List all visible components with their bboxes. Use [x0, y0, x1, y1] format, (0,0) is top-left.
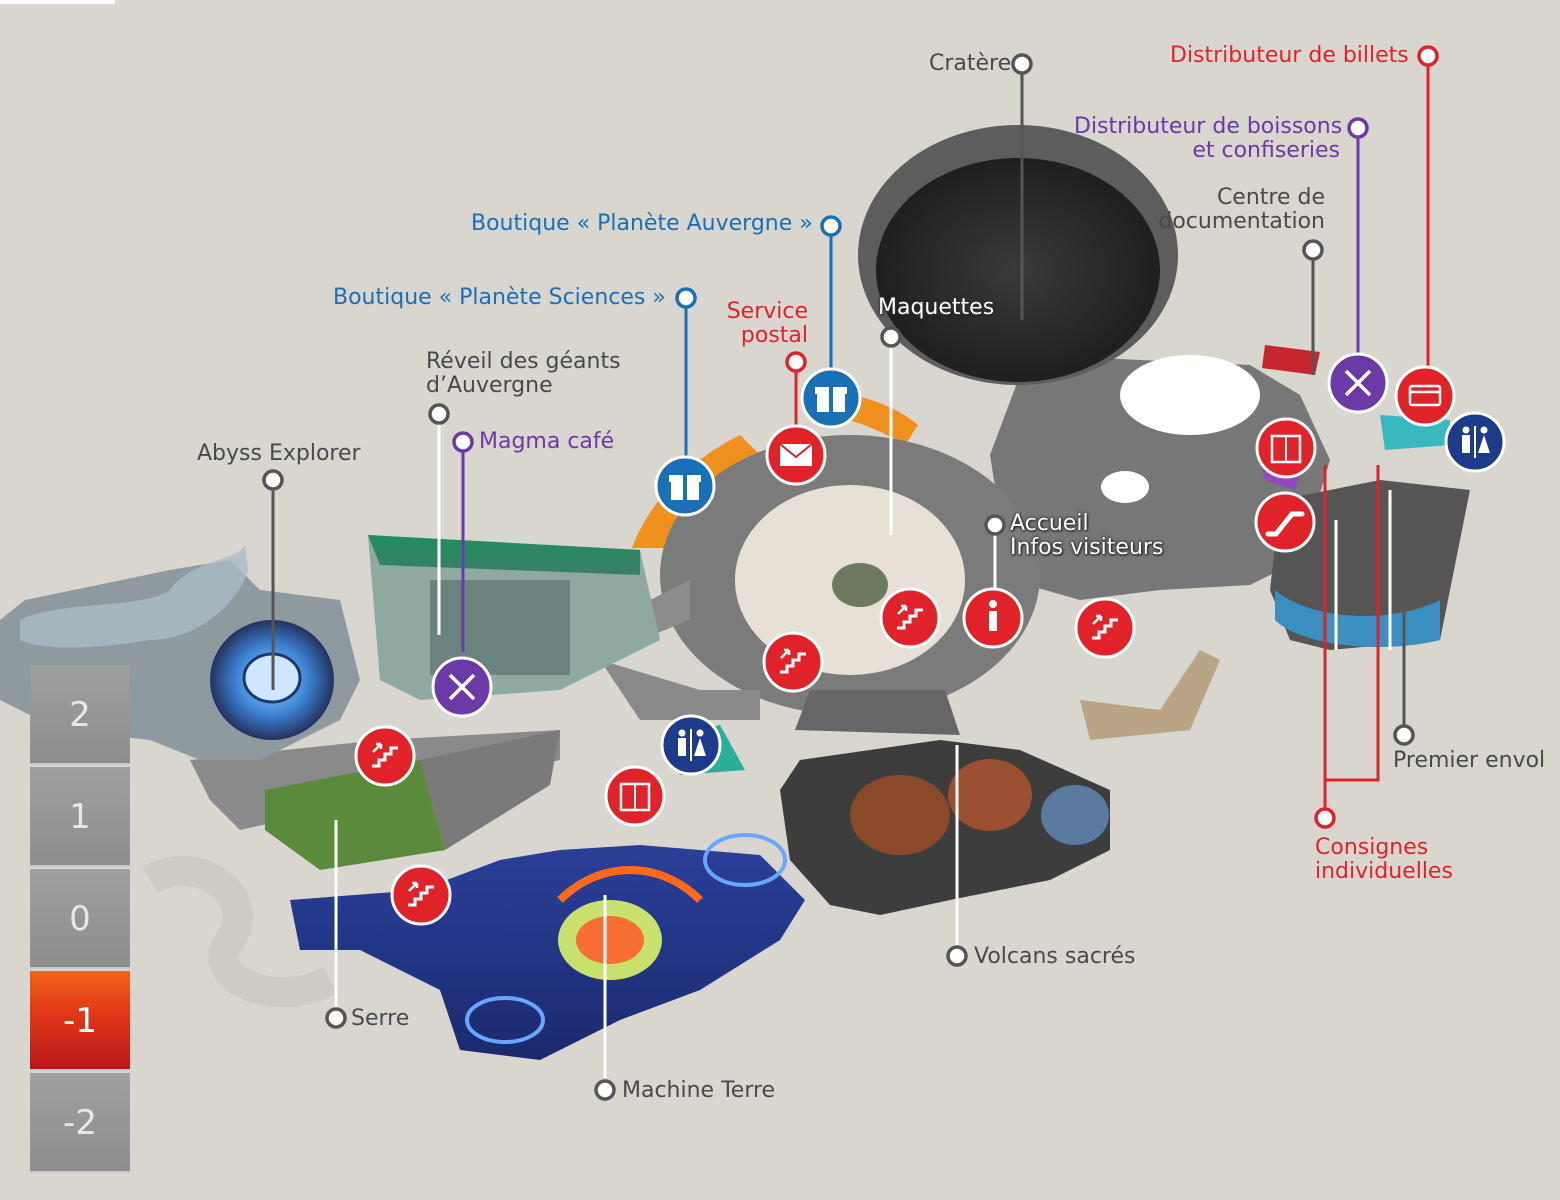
- dot-consignes: [1314, 807, 1336, 829]
- floor-button-1[interactable]: 1: [30, 767, 130, 867]
- restaurant-icon[interactable]: [431, 656, 493, 718]
- dot-serre: [325, 1007, 347, 1029]
- info-icon[interactable]: [962, 587, 1024, 649]
- crater-pit: [876, 158, 1160, 382]
- label-boutique-sciences[interactable]: Boutique « Planète Sciences »: [333, 285, 666, 310]
- dot-maquettes: [880, 326, 902, 348]
- label-service-postal[interactable]: Service postal: [726, 299, 808, 348]
- top-accent-bar: [0, 0, 115, 4]
- skylight-opening: [1120, 355, 1260, 435]
- label-consignes-individuelles[interactable]: Consignes individuelles: [1315, 835, 1453, 884]
- label-distributeur-billets[interactable]: Distributeur de billets: [1170, 43, 1409, 68]
- ticket-zone: [1262, 345, 1320, 375]
- label-volcans-sacres[interactable]: Volcans sacrés: [974, 944, 1136, 969]
- stairs-icon[interactable]: [1074, 597, 1136, 659]
- label-serre[interactable]: Serre: [351, 1006, 410, 1031]
- stairs-icon[interactable]: [762, 631, 824, 693]
- gift-icon[interactable]: [800, 367, 862, 429]
- credit-card-icon[interactable]: [1394, 365, 1456, 427]
- floor-button-minus-2[interactable]: -2: [30, 1073, 130, 1173]
- label-boutique-auvergne[interactable]: Boutique « Planète Auvergne »: [471, 211, 813, 236]
- label-maquettes[interactable]: Maquettes: [878, 295, 995, 320]
- label-machine-terre[interactable]: Machine Terre: [622, 1078, 776, 1103]
- dot-documentation: [1302, 239, 1324, 261]
- stairway-lower: [795, 690, 960, 735]
- label-abyss-explorer[interactable]: Abyss Explorer: [197, 441, 361, 466]
- floor-button-0[interactable]: 0: [30, 869, 130, 969]
- dot-accueil: [984, 514, 1006, 536]
- label-reveil-geants[interactable]: Réveil des géants d’Auvergne: [426, 349, 621, 398]
- dot-premier-envol: [1393, 724, 1415, 746]
- central-model: [832, 563, 888, 607]
- floor-button-2[interactable]: 2: [30, 665, 130, 765]
- skylight-small: [1101, 471, 1149, 503]
- label-cratere[interactable]: Cratère: [929, 51, 1012, 76]
- escalator-icon[interactable]: [1254, 491, 1316, 553]
- dot-boutique-auvergne: [820, 215, 842, 237]
- dot-abyss: [262, 469, 284, 491]
- label-accueil[interactable]: Accueil Infos visiteurs: [1010, 511, 1164, 560]
- dot-billets: [1417, 45, 1439, 67]
- dot-boissons: [1347, 117, 1369, 139]
- label-centre-documentation[interactable]: Centre de documentation: [1158, 185, 1325, 234]
- dot-reveil: [428, 403, 450, 425]
- floor-selector: 2 1 0 -1 -2: [30, 665, 130, 1173]
- dot-cratere: [1011, 53, 1033, 75]
- elevator-icon[interactable]: [1255, 417, 1317, 479]
- dot-magma-cafe: [452, 431, 474, 453]
- dot-machine-terre: [594, 1079, 616, 1101]
- greenhouse-zone: [265, 760, 445, 870]
- label-magma-cafe[interactable]: Magma café: [479, 429, 615, 454]
- stairs-icon[interactable]: [879, 587, 941, 649]
- label-premier-envol[interactable]: Premier envol: [1393, 748, 1546, 773]
- restaurant-icon[interactable]: [1327, 352, 1389, 414]
- elevator-icon[interactable]: [604, 765, 666, 827]
- floor-button-minus-1[interactable]: -1: [30, 971, 130, 1071]
- label-distributeur-boissons[interactable]: Distributeur de boissons et confiseries: [1074, 114, 1343, 163]
- stairs-icon[interactable]: [354, 725, 416, 787]
- stairs-icon[interactable]: [390, 864, 452, 926]
- restroom-icon[interactable]: [660, 714, 722, 776]
- dot-boutique-sciences: [675, 287, 697, 309]
- mail-icon[interactable]: [765, 424, 827, 486]
- dot-volcans: [946, 945, 968, 967]
- restroom-icon[interactable]: [1444, 411, 1506, 473]
- gift-icon[interactable]: [654, 455, 716, 517]
- first-flight-zone: [1270, 480, 1470, 650]
- dot-service-postal: [785, 351, 807, 373]
